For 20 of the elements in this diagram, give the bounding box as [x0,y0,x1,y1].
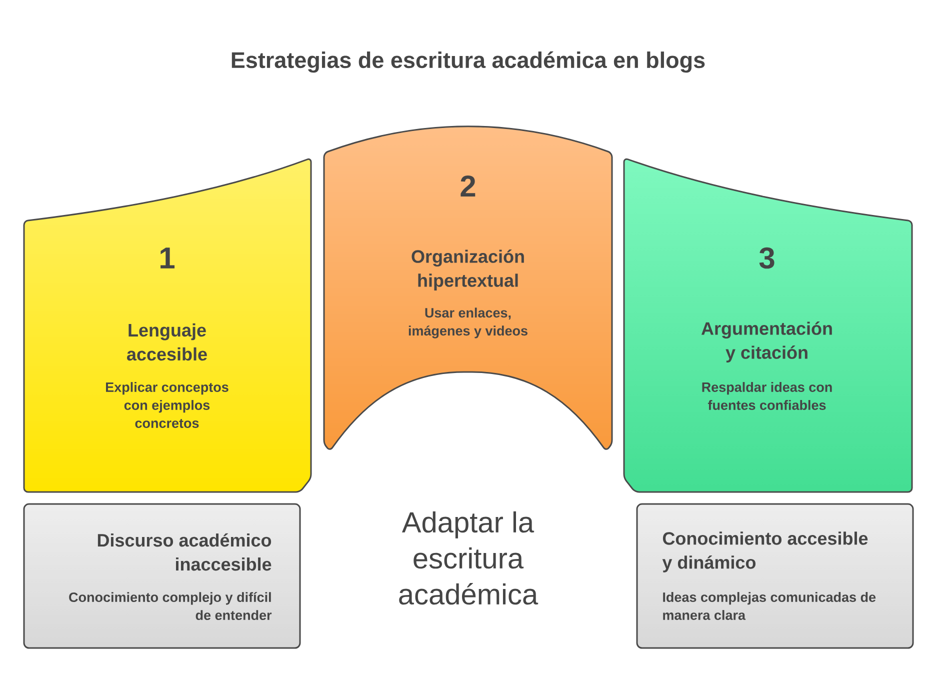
heading: Lenguaje accesible [127,323,207,361]
pillar-card [323,126,613,450]
description: Respaldar ideas con fuentes confiables [702,382,832,410]
step-number: 3 [759,247,774,269]
heading: Discurso académico inaccesible [98,533,272,571]
heading: Organización hipertextual [412,250,524,290]
step-number: 1 [160,248,175,268]
pillar-card [623,158,913,493]
heading: Conocimiento accesible y dinámico [662,532,868,572]
center-text: Adaptar la escritura académica [399,511,538,605]
description: Explicar conceptos con ejemplos concretos [106,382,228,428]
info-box [23,503,301,649]
description: Usar enlaces, imágenes y videos [408,308,528,338]
step-number: 2 [460,176,476,196]
pillar-card [23,158,312,493]
info-box [636,503,914,649]
title: Estrategias de escritura académica en blogs [232,51,705,73]
description: Conocimiento complejo y difícil de entender [69,592,272,620]
heading: Argumentación y citación [701,322,832,362]
description: Ideas complejas comunicadas de manera clara [663,592,876,620]
